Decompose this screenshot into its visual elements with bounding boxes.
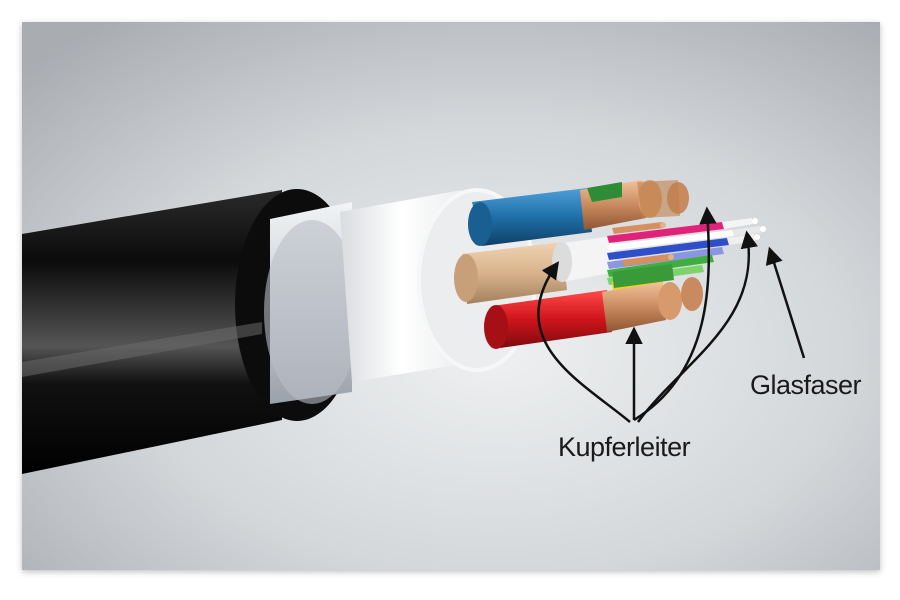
small-copper-wires [612,222,674,266]
green-insulation-lower [612,264,674,288]
fiber-label: Glasfaser [750,370,862,400]
fiber-arrow [765,246,806,359]
copper-label: Kupferleiter [558,432,691,462]
green-insulation-top [587,182,622,202]
copper-conductor-red [484,277,703,349]
copper-arrows [537,206,758,423]
diagram-panel: Glasfaser Kupferleiter [22,22,880,570]
cable-cross-section-illustration [22,22,880,570]
inner-sheath [264,202,360,404]
copper-conductor-beige [454,242,567,304]
copper-conductor-blue [468,180,689,246]
